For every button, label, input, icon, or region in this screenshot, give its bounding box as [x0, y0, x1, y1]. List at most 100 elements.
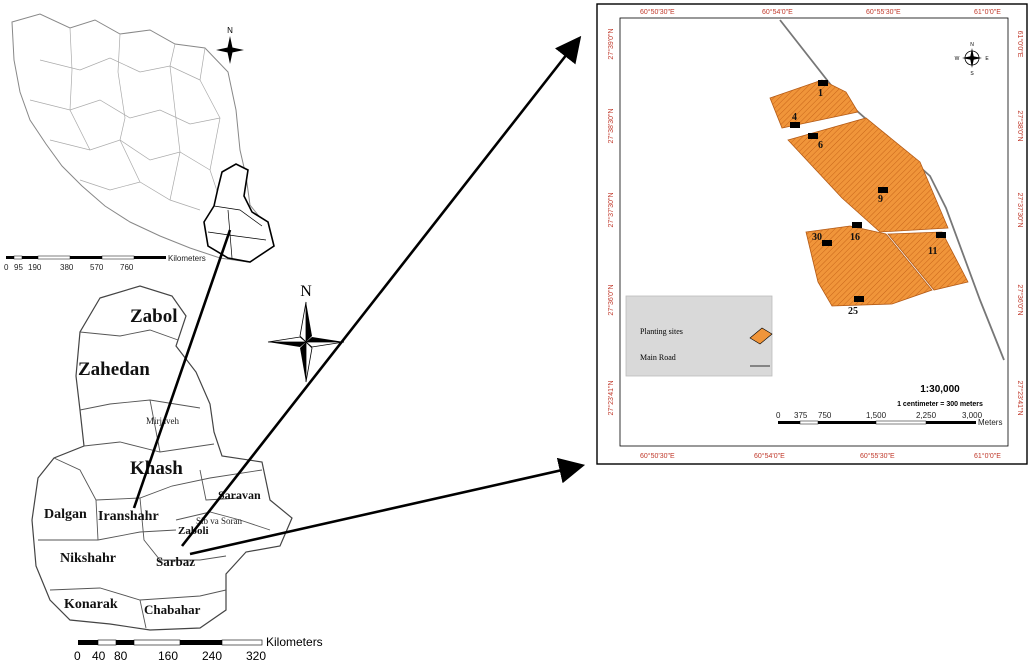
lon-label-top: 60°54'0"E — [762, 8, 793, 16]
site-label: 1 — [818, 88, 823, 99]
lon-label-bottom: 60°54'0"E — [754, 452, 785, 460]
county-label-zahedan: Zahedan — [78, 359, 150, 380]
site-label: 4 — [792, 112, 797, 123]
site-map: 60°50'30"E 60°54'0"E 60°55'30"E 61°0'0"E… — [596, 3, 1028, 465]
lat-label-left: 27°38'30"N — [607, 108, 615, 143]
site-scale-tick: 1,500 — [866, 411, 887, 420]
iran-map: N 0 95 190 380 570 760 Kilometers — [4, 13, 275, 272]
site-scale-tick: 2,250 — [916, 411, 937, 420]
legend-planting-swatch — [749, 327, 773, 345]
province-scale-tick: 0 — [74, 649, 81, 663]
lon-label-bottom: 60°55'30"E — [860, 452, 895, 460]
connector-province-to-site-top — [180, 35, 582, 547]
lat-label-left: 27°23'41"N — [607, 380, 615, 415]
site-markers — [790, 80, 946, 302]
connector-iran-to-province — [132, 229, 232, 509]
lat-label-left: 27°36'0"N — [607, 284, 615, 315]
lon-label-bottom: 60°50'30"E — [640, 452, 675, 460]
county-label-sib-va-soran: Sib va Soran — [196, 516, 242, 526]
site-label: 6 — [818, 140, 823, 151]
planting-parcel — [887, 231, 969, 291]
iran-scale-tick: 95 — [14, 263, 23, 272]
iran-scale-bar: 0 95 190 380 570 760 Kilometers — [4, 254, 206, 272]
province-scale-tick: 160 — [158, 649, 178, 663]
site-scale-tick: 375 — [794, 411, 808, 420]
lat-label-right: 27°37'30"N — [1016, 192, 1024, 227]
iran-scale-tick: 380 — [60, 263, 74, 272]
iran-scale-tick: 760 — [120, 263, 134, 272]
province-scale-unit: Kilometers — [266, 635, 323, 649]
site-scale-tick: 3,000 — [962, 411, 983, 420]
compass-e-label: E — [985, 56, 989, 62]
sistan-baluchestan-highlight — [203, 163, 275, 263]
lon-label-top: 60°50'30"E — [640, 8, 675, 16]
iran-scale-tick: 190 — [28, 263, 42, 272]
province-scale-tick: 240 — [202, 649, 222, 663]
iran-north-label: N — [227, 26, 233, 35]
county-label-zabol: Zabol — [130, 306, 178, 327]
county-label-saravan: Saravan — [218, 488, 261, 502]
lon-label-top: 60°55'30"E — [866, 8, 901, 16]
site-label: 16 — [850, 232, 860, 243]
site-label: 30 — [812, 232, 822, 243]
lon-label-bottom: 61°0'0"E — [974, 452, 1001, 460]
site-scale-ratio: 1:30,000 — [920, 384, 960, 395]
county-label-nikshahr: Nikshahr — [60, 551, 116, 566]
lat-label-right: 61°0'0"E — [1016, 31, 1024, 58]
county-label-iranshahr: Iranshahr — [98, 509, 159, 524]
compass-n-label: N — [970, 42, 974, 48]
iran-province-borders — [29, 27, 221, 211]
site-marker — [822, 240, 832, 246]
county-label-chabahar: Chabahar — [144, 602, 201, 617]
planting-parcel — [787, 117, 949, 233]
site-marker — [808, 133, 818, 139]
planting-parcel — [769, 79, 859, 129]
site-marker — [854, 296, 864, 302]
site-label: 11 — [928, 246, 937, 257]
site-marker — [878, 187, 888, 193]
connector-lines — [132, 35, 586, 556]
site-label: 9 — [878, 194, 883, 205]
province-scale-bar: 0 40 80 160 240 320 Kilometers — [74, 635, 323, 663]
lon-label-top: 61°0'0"E — [974, 8, 1001, 16]
county-borders — [38, 329, 271, 629]
iran-scale-unit: Kilometers — [168, 254, 206, 263]
site-scale-bar: 0 375 750 1,500 2,250 3,000 Meters — [776, 411, 1002, 427]
site-marker — [852, 222, 862, 228]
lat-label-right: 27°38'0"N — [1016, 110, 1024, 141]
connector-province-to-site-bottom — [189, 457, 586, 556]
site-marker — [936, 232, 946, 238]
lat-label-left: 27°37'30"N — [607, 192, 615, 227]
site-scale-note: 1 centimeter = 300 meters — [897, 401, 983, 408]
county-label-khash: Khash — [130, 458, 183, 479]
compass-w-label: W — [955, 56, 960, 62]
site-scale-tick: 0 — [776, 411, 781, 420]
lat-label-right: 27°36'0"N — [1016, 284, 1024, 315]
site-legend: Planting sites Main Road — [625, 295, 773, 377]
legend-planting-label: Planting sites — [640, 327, 683, 336]
province-outline — [31, 285, 293, 631]
iran-scale-tick: 0 — [4, 263, 9, 272]
legend-road-label: Main Road — [640, 353, 676, 362]
county-label-sarbaz: Sarbaz — [156, 554, 195, 569]
site-scale-tick: 750 — [818, 411, 832, 420]
site-label: 25 — [848, 306, 858, 317]
compass-s-label: S — [970, 71, 974, 77]
iran-scale-tick: 570 — [90, 263, 104, 272]
site-scale-unit: Meters — [978, 418, 1002, 427]
lat-label-right: 27°23'41"N — [1016, 380, 1024, 415]
province-scale-tick: 80 — [114, 649, 128, 663]
province-scale-tick: 320 — [246, 649, 266, 663]
iran-north-arrow: N — [216, 26, 244, 64]
site-marker — [818, 80, 828, 86]
province-map: Zabol Zahedan Mirjaveh Khash Saravan Dal… — [31, 283, 345, 663]
province-scale-tick: 40 — [92, 649, 106, 663]
highlight-inner-borders — [207, 205, 267, 259]
main-road — [779, 19, 1005, 361]
lat-label-left: 27°39'0"N — [607, 28, 615, 59]
site-marker — [790, 122, 800, 128]
province-north-arrow: N — [267, 283, 345, 383]
province-north-label: N — [300, 283, 312, 300]
site-compass-rose: N S E W — [955, 42, 990, 77]
